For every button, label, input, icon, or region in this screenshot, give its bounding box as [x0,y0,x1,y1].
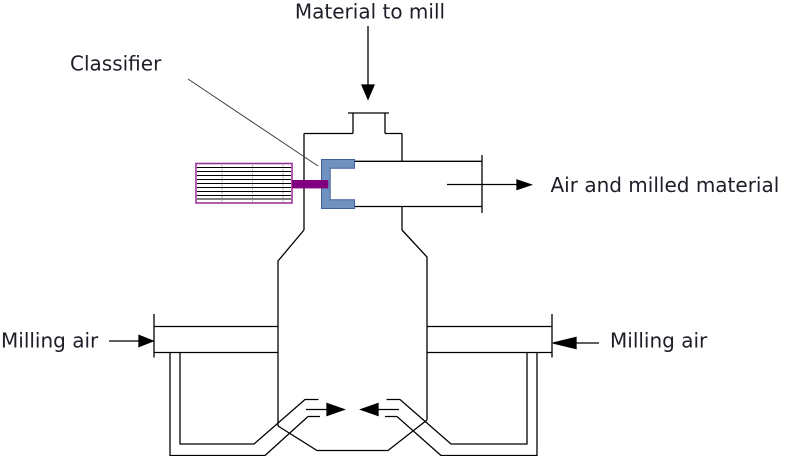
label-classifier: Classifier [70,52,162,76]
return-pipe-left [169,352,320,456]
return-pipe-right [385,352,538,456]
classifier-motor [195,162,293,204]
classifier-pointer-line [187,78,319,167]
label-material-to-mill: Material to mill [295,0,445,24]
classifier-bracket [321,159,355,209]
drive-shaft [292,180,329,189]
milling-air-left-arrow-head [138,334,155,348]
jet-arrow-right-head [359,402,379,417]
label-milling-air-right: Milling air [610,329,708,353]
diagram-linework [109,26,599,456]
mill-chamber-walls [277,229,428,426]
outlet-arrow-head [516,179,534,191]
milling-air-right-arrow-head [552,336,577,350]
feed-arrow-head [361,84,375,101]
jet-arrow-left-head [326,402,346,417]
feed-inlet-neck [304,112,402,135]
label-air-and-milled-material: Air and milled material [551,173,780,197]
milling-air-duct-left [153,314,278,358]
milling-air-duct-right [427,314,553,358]
motor-winding-lines [197,167,291,200]
label-milling-air-left: Milling air [1,329,99,353]
mill-cone [277,419,428,452]
